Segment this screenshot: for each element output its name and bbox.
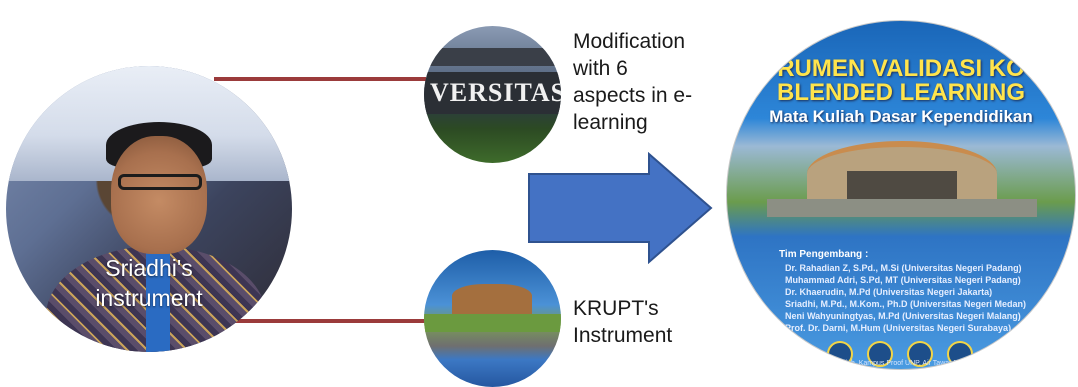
university-logo-icon bbox=[987, 341, 1013, 367]
university-logo-icon bbox=[867, 341, 893, 367]
university-sign: VERSITAS NEG bbox=[424, 72, 561, 114]
university-logo-icon bbox=[827, 341, 853, 367]
modification-line-4: learning bbox=[573, 111, 648, 134]
university-logos bbox=[787, 341, 1017, 369]
building-facade bbox=[847, 171, 957, 201]
krupt-text: KRUPT's Instrument bbox=[573, 295, 672, 349]
university-logo-icon bbox=[947, 341, 973, 367]
krupt-line-2: Instrument bbox=[573, 324, 673, 347]
krupt-node-image bbox=[424, 250, 561, 387]
team-member: Muhammad Adri, S.Pd, MT (Universitas Neg… bbox=[785, 275, 1021, 285]
team-member: Dr. Rahadian Z, S.Pd., M.Si (Universitas… bbox=[785, 263, 1022, 273]
sriadhi-label-line2: instrument bbox=[95, 285, 203, 311]
validation-instrument-cover: RUMEN VALIDASI KO BLENDED LEARNING Mata … bbox=[726, 20, 1076, 370]
krupt-line-1: KRUPT's bbox=[573, 297, 659, 320]
campus-building bbox=[767, 131, 1037, 217]
sign-upper-band bbox=[424, 48, 561, 66]
university-logo-icon bbox=[787, 341, 813, 367]
modification-text: Modification with 6 aspects in e- learni… bbox=[573, 28, 692, 136]
lawn bbox=[424, 314, 561, 332]
team-member: Sriadhi, M.Pd., M.Kom., Ph.D (Universita… bbox=[785, 299, 1027, 309]
team-member: Neni Wahyuningtyas, M.Pd (Universitas Ne… bbox=[785, 311, 1021, 321]
glasses-icon bbox=[118, 174, 202, 190]
person-face bbox=[111, 136, 207, 254]
modification-node-image: VERSITAS NEG bbox=[424, 26, 561, 163]
building-roof bbox=[452, 284, 532, 314]
sriadhi-label-line1: Sriadhi's bbox=[105, 255, 193, 281]
right-arrow-icon bbox=[528, 152, 713, 264]
university-logo-icon bbox=[907, 341, 933, 367]
modification-line-2: with 6 bbox=[573, 57, 628, 80]
modification-line-1: Modification bbox=[573, 30, 686, 53]
cover-footer: Prof. Hasbullah, Kampus Proof UNP, Air T… bbox=[807, 360, 978, 367]
sriadhi-node: Sriadhi's instrument bbox=[6, 66, 292, 352]
cover-title-line2: BLENDED LEARNING bbox=[776, 79, 1025, 106]
team-member: Prof. Dr. Darni, M.Hum (Universitas Nege… bbox=[785, 323, 1012, 333]
team-heading: Tim Pengembang : bbox=[779, 249, 869, 260]
university-sign-text: VERSITAS NEG bbox=[430, 78, 561, 107]
cover-title-line1: RUMEN VALIDASI KO bbox=[777, 55, 1025, 82]
team-member: Dr. Khaerudin, M.Pd (Universitas Negeri … bbox=[785, 287, 993, 297]
modification-line-3: aspects in e- bbox=[573, 84, 693, 107]
team-list: Tim Pengembang : Dr. Rahadian Z, S.Pd., … bbox=[771, 249, 1041, 334]
cover-subtitle: Mata Kuliah Dasar Kependidikan bbox=[769, 107, 1033, 126]
lanyard bbox=[146, 246, 170, 352]
connector-bottom bbox=[214, 319, 426, 323]
building-ground bbox=[767, 199, 1037, 217]
connector-top bbox=[214, 77, 426, 81]
